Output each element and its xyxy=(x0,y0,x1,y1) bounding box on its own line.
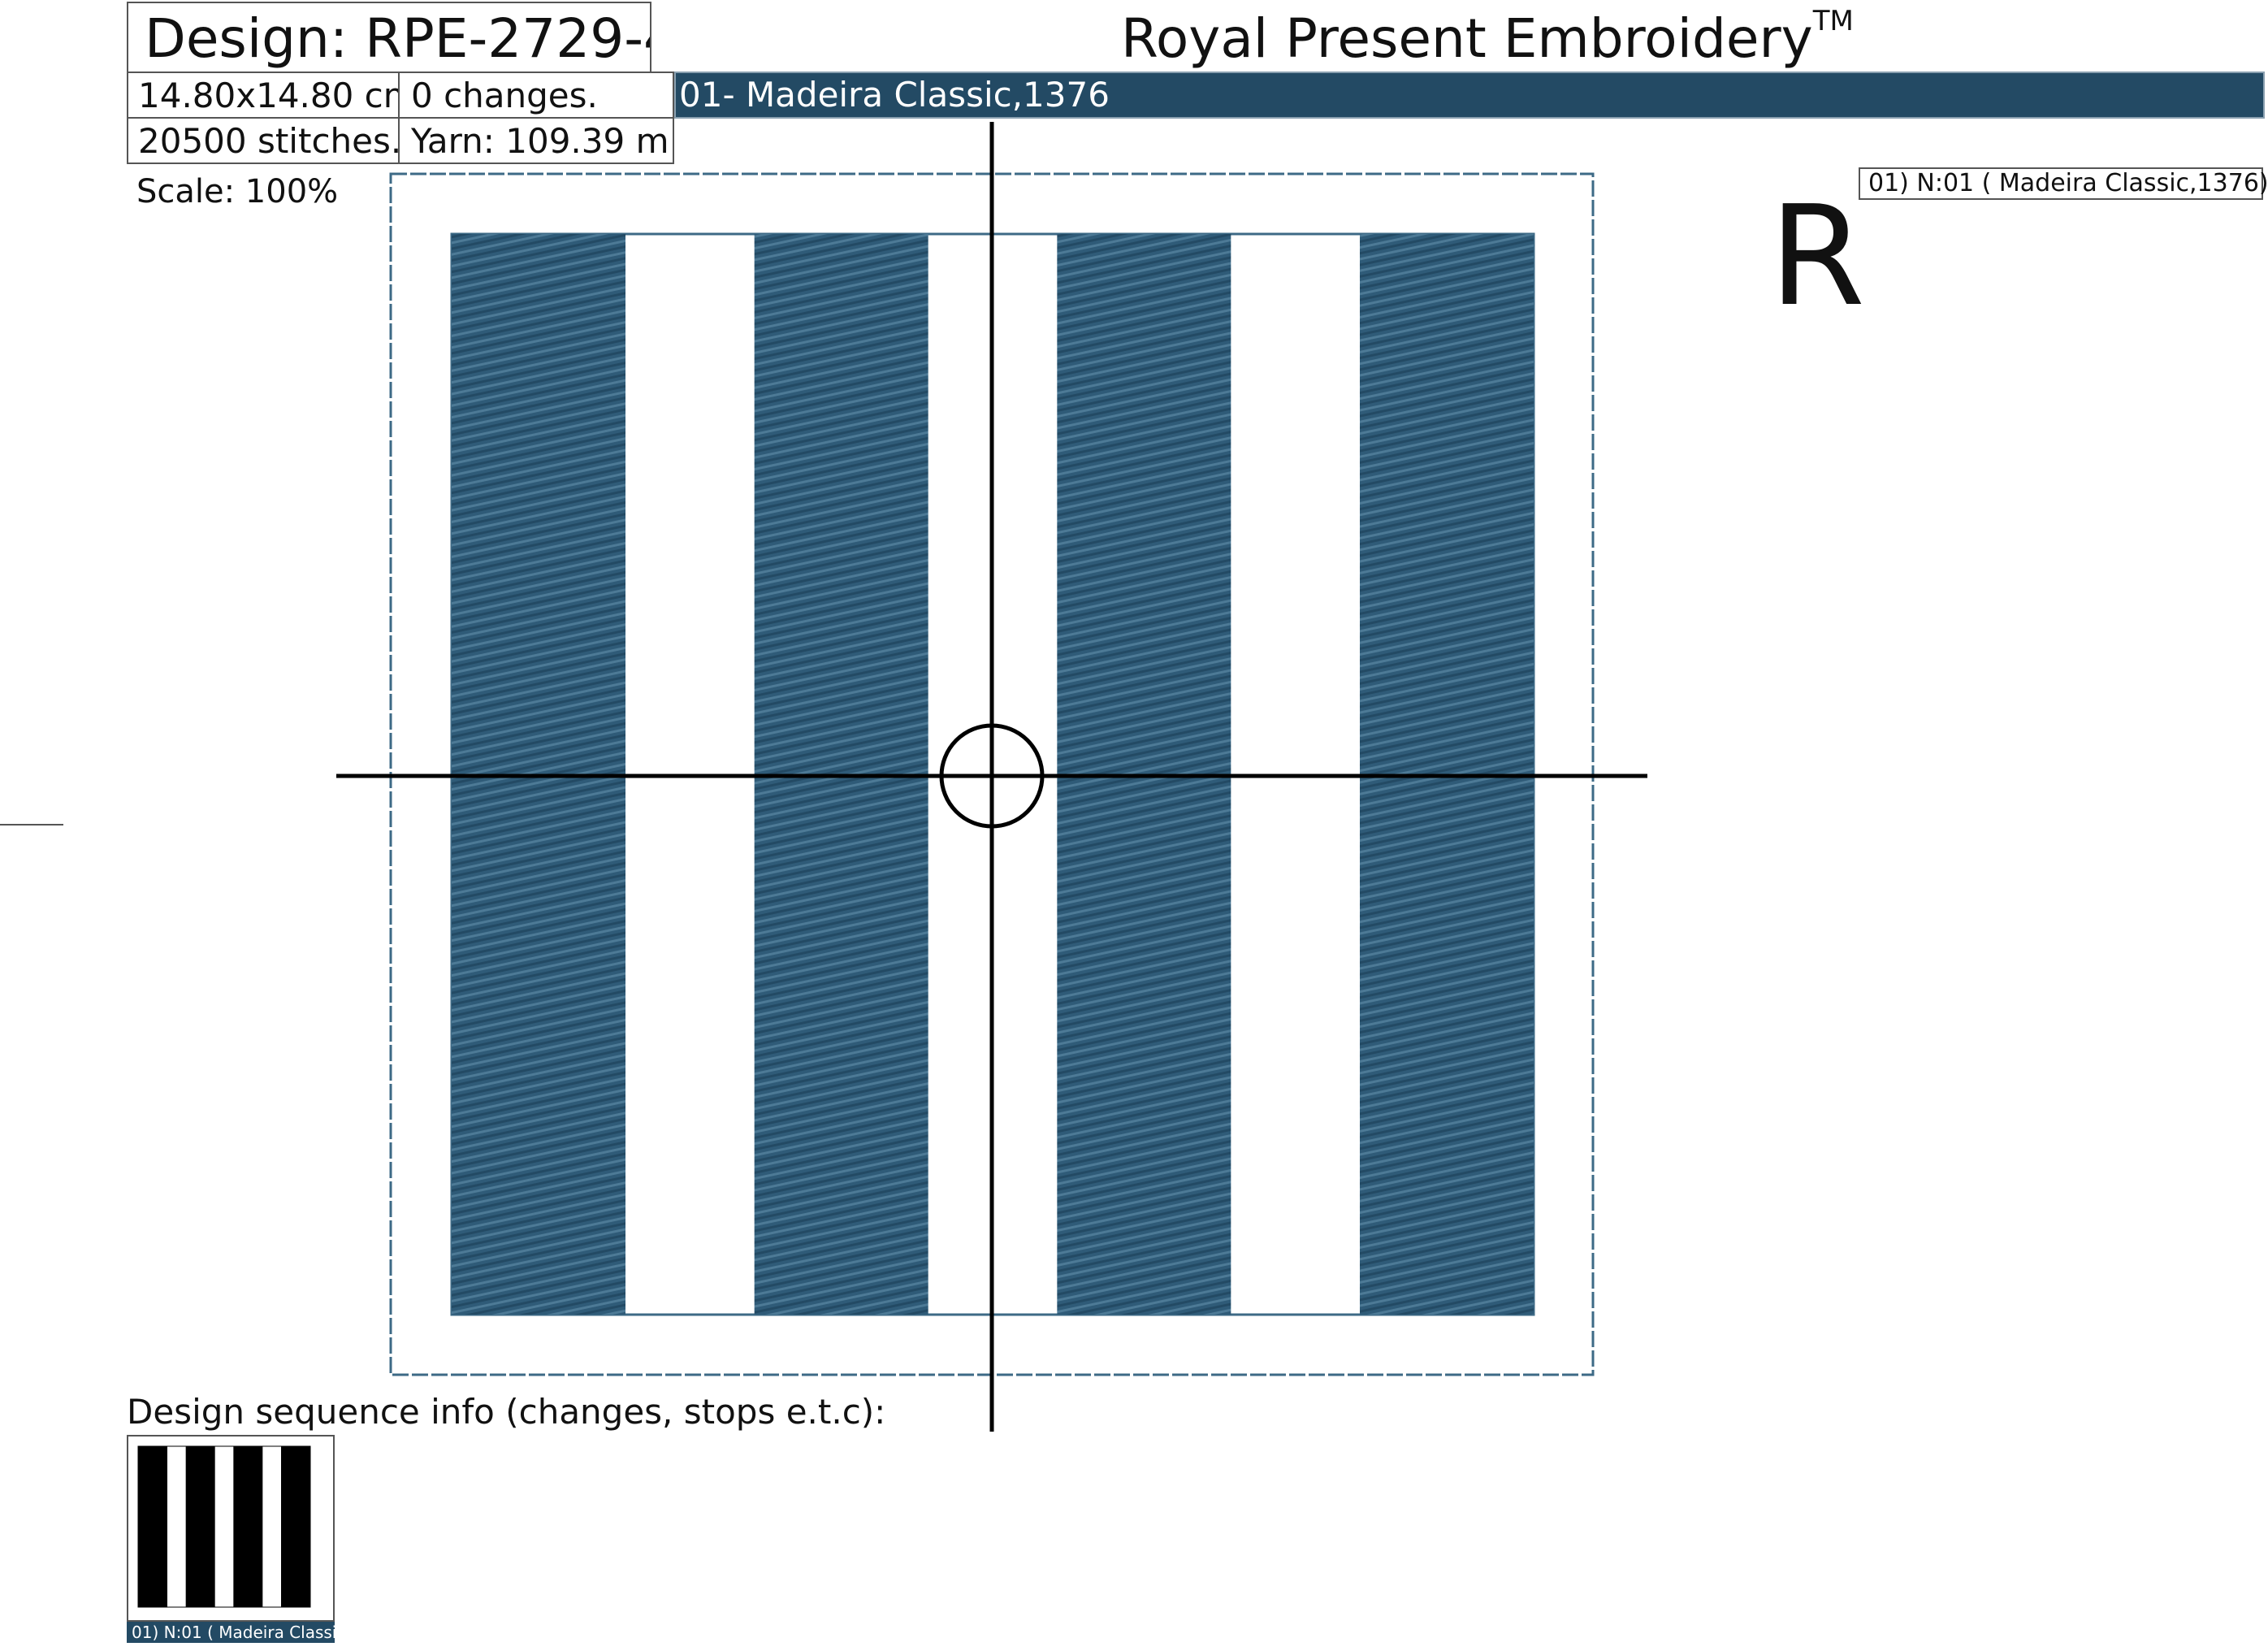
center-circle-icon xyxy=(939,723,1045,829)
sequence-info-title: Design sequence info (changes, stops e.t… xyxy=(127,1392,886,1432)
brand-name: Royal Present Embroidery xyxy=(1121,7,1813,70)
thumbnail-stripes-icon xyxy=(137,1445,311,1608)
thumbnail-stripe xyxy=(233,1446,263,1607)
sequence-thumbnail xyxy=(127,1435,335,1622)
yarn-length: Yarn: 109.39 m xyxy=(398,117,674,164)
thumbnail-stripe xyxy=(185,1446,215,1607)
thumbnail-stripe xyxy=(138,1446,167,1607)
thumbnail-caption: 01) N:01 ( Madeira Classic,1376) xyxy=(127,1622,335,1643)
thread-legend: 01) N:01 ( Madeira Classic,1376) xyxy=(1859,167,2268,200)
left-edge-mark xyxy=(0,824,63,826)
trademark-mark: TM xyxy=(1812,5,1854,37)
design-id-title: Design: RPE-2729-4 xyxy=(127,2,651,73)
brand-title: Royal Present EmbroideryTM xyxy=(1121,5,1854,73)
orientation-letter: R xyxy=(1769,176,1866,337)
thread-color-bar: 01- Madeira Classic,1376 xyxy=(674,72,2265,119)
stitch-count: 20500 stitches. xyxy=(127,117,400,164)
color-changes: 0 changes. xyxy=(398,72,674,119)
thumbnail-stripe xyxy=(281,1446,310,1607)
scale-label: Scale: 100% xyxy=(136,173,339,210)
